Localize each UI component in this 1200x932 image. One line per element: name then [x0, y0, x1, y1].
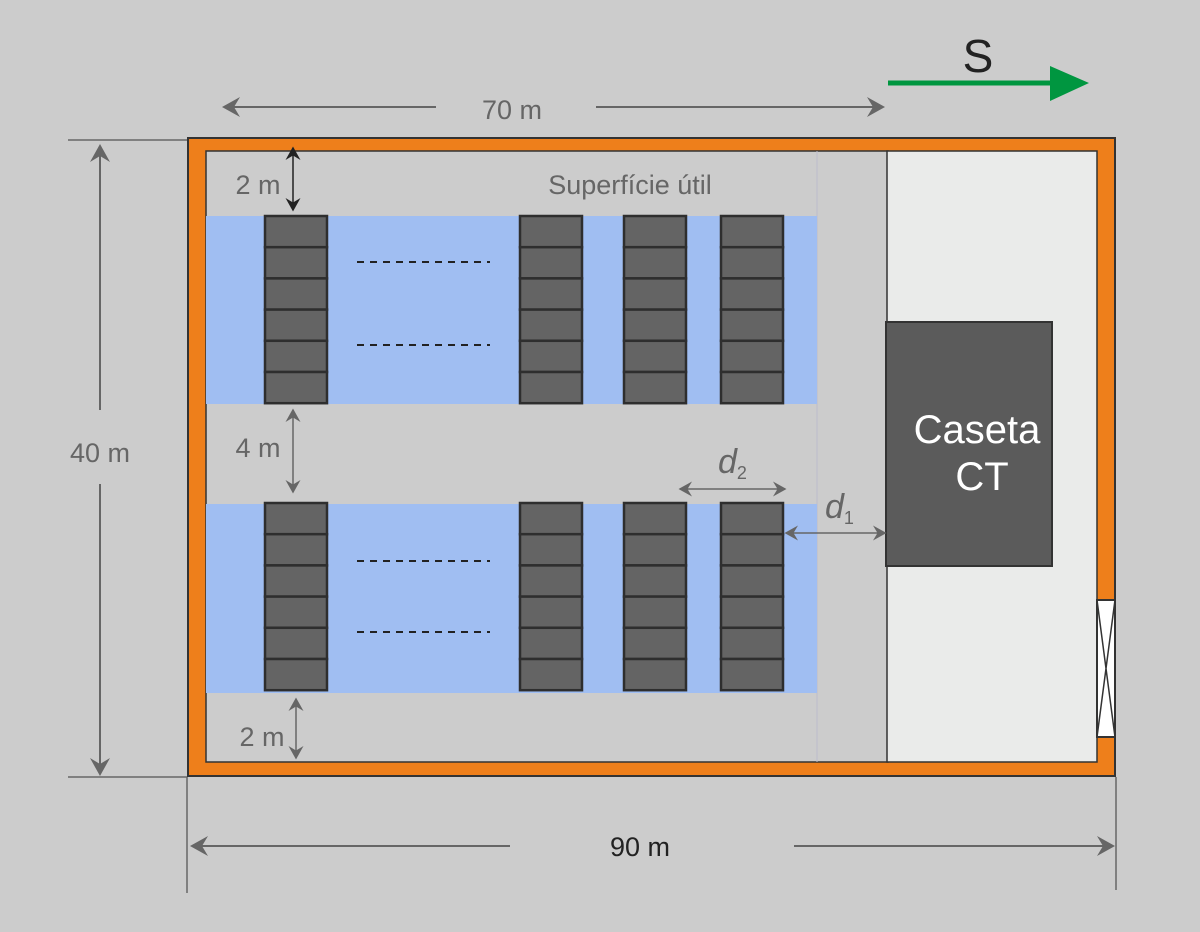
solar-panel	[518, 626, 584, 661]
solar-panel	[622, 595, 688, 630]
solar-panel	[719, 532, 785, 567]
solar-panel	[719, 595, 785, 630]
solar-panel	[622, 370, 688, 405]
ct-label-1: Caseta	[914, 408, 1041, 452]
solar-panel	[719, 245, 785, 280]
solar-panel	[622, 626, 688, 661]
solar-panel	[263, 308, 329, 343]
d2-label: d2	[718, 443, 747, 483]
solar-panel	[518, 564, 584, 598]
ct-box	[885, 321, 1053, 567]
solar-panel	[518, 277, 584, 311]
solar-panel	[518, 501, 584, 536]
solar-panel	[263, 501, 329, 536]
solar-panel	[622, 532, 688, 567]
solar-panel	[263, 626, 329, 661]
solar-panel	[719, 626, 785, 661]
solar-panel	[263, 370, 329, 405]
top-margin-label: 2 m	[235, 170, 280, 200]
solar-panel	[518, 214, 584, 249]
solar-panel	[263, 532, 329, 567]
solar-panel	[719, 564, 785, 598]
solar-panel	[622, 277, 688, 311]
ct-label-2: CT	[955, 455, 1008, 499]
solar-panel	[518, 339, 584, 374]
row-gap-label: 4 m	[235, 433, 280, 463]
d1-label: d1	[825, 488, 854, 528]
solar-panel	[263, 277, 329, 311]
solar-panel	[263, 564, 329, 598]
continuation-dashes	[357, 261, 490, 633]
solar-panel	[719, 657, 785, 692]
solar-panel	[719, 370, 785, 405]
south-label: S	[963, 30, 994, 82]
width-total-label: 90 m	[610, 832, 670, 862]
solar-panel	[719, 214, 785, 249]
solar-panel	[518, 308, 584, 343]
solar-panel	[263, 214, 329, 249]
solar-panel	[263, 245, 329, 280]
solar-panel	[719, 277, 785, 311]
solar-panel	[263, 595, 329, 630]
width-useful-label: 70 m	[482, 95, 542, 125]
solar-panel	[518, 370, 584, 405]
solar-panel	[719, 501, 785, 536]
solar-panel	[622, 308, 688, 343]
solar-panel	[719, 308, 785, 343]
height-total-label: 40 m	[70, 438, 130, 468]
solar-panel	[518, 657, 584, 692]
solar-panel	[518, 532, 584, 567]
bottom-margin-label: 2 m	[239, 722, 284, 752]
solar-panel	[719, 339, 785, 374]
solar-panel	[622, 657, 688, 692]
solar-panel	[518, 595, 584, 630]
solar-panel	[622, 214, 688, 249]
solar-panel	[263, 339, 329, 374]
gate-icon	[1096, 599, 1116, 738]
solar-panel	[622, 501, 688, 536]
useful-area-label: Superfície útil	[548, 170, 712, 200]
solar-panel	[622, 245, 688, 280]
solar-panel	[622, 339, 688, 374]
solar-panel	[518, 245, 584, 280]
solar-panel	[263, 657, 329, 692]
solar-panel	[622, 564, 688, 598]
